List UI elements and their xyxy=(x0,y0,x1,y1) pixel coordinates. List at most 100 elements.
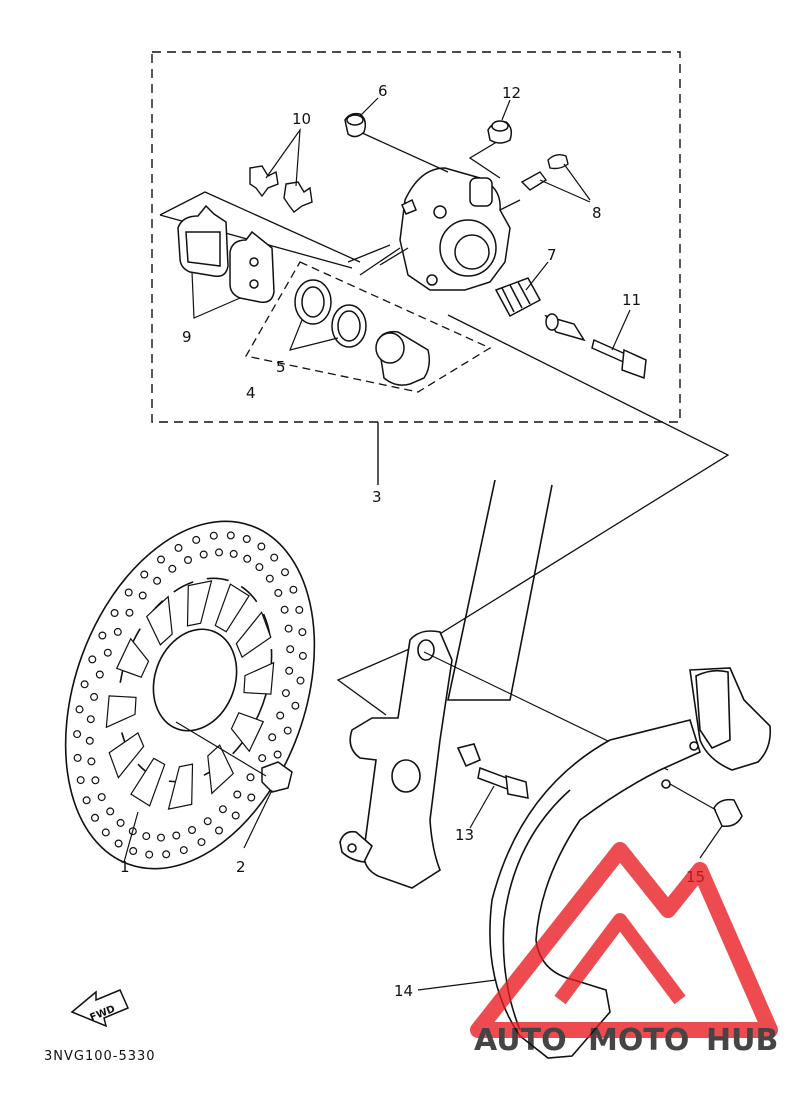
callout-2: 2 xyxy=(236,858,246,876)
disc-hole xyxy=(88,655,97,664)
disc-vent-slot xyxy=(130,757,166,807)
diagram-code: 3NVG100-5330 xyxy=(44,1049,156,1064)
callout-6: 6 xyxy=(378,82,388,100)
disc-hole xyxy=(226,531,235,540)
callout-14: 14 xyxy=(394,982,413,1000)
disc-hole xyxy=(174,543,183,552)
caliper-leaders xyxy=(347,131,521,276)
watermark-logo: AUTO MOTO HUB xyxy=(470,842,778,1058)
disc-hole xyxy=(255,563,264,572)
disc-hole xyxy=(295,605,304,614)
piston xyxy=(375,330,431,386)
caliper-body xyxy=(399,167,511,291)
callout-10: 10 xyxy=(292,110,311,128)
disc-hole xyxy=(103,648,112,657)
watermark-hub: HUB xyxy=(706,1023,778,1058)
disc-hole xyxy=(258,754,267,763)
callout-5: 5 xyxy=(276,358,286,376)
piston-seals xyxy=(294,279,367,348)
disc-hole xyxy=(91,776,100,785)
disc-hole xyxy=(85,736,94,745)
disc-hole xyxy=(192,535,201,544)
disc-hole xyxy=(145,850,154,859)
disc-hole xyxy=(125,608,134,617)
disc-hole xyxy=(246,773,255,782)
disc-hole xyxy=(106,807,115,816)
callout-4: 4 xyxy=(246,384,256,402)
disc-vent-slot xyxy=(207,744,235,795)
disc-hole xyxy=(296,676,305,685)
disc-hole xyxy=(199,550,208,559)
bleed-cap xyxy=(344,112,367,138)
disc-hole xyxy=(138,591,147,600)
disc-hole xyxy=(97,793,106,802)
disc-hole xyxy=(153,576,162,585)
disc-hole xyxy=(157,833,166,842)
front-fork xyxy=(339,479,553,889)
fwd-arrow: FWD xyxy=(70,989,129,1028)
piston-kit-box xyxy=(244,261,492,393)
disc-hole xyxy=(80,680,89,689)
disc-hole xyxy=(142,832,151,841)
caliper-assembly-box xyxy=(151,51,681,485)
watermark-moto: MOTO xyxy=(588,1023,689,1058)
disc-hole xyxy=(113,627,122,636)
disc-hole xyxy=(257,542,266,551)
disc-hole xyxy=(231,811,240,820)
disc-hole xyxy=(276,711,285,720)
disc-hole xyxy=(281,568,290,577)
disc-hole xyxy=(265,574,274,583)
disc-hole xyxy=(215,826,224,835)
disc-hole xyxy=(289,585,298,594)
callout-9: 9 xyxy=(182,328,192,346)
callout-labels: 1 2 3 4 5 6 7 8 9 10 11 12 13 14 15 xyxy=(120,82,705,1000)
disc-hole xyxy=(274,588,283,597)
callout-7: 7 xyxy=(547,246,557,264)
disc-vent-slot xyxy=(186,580,213,627)
disc-hole xyxy=(162,850,171,859)
disc-hole xyxy=(291,701,300,710)
disc-vent-slot xyxy=(145,595,173,646)
disc-hole xyxy=(298,651,307,660)
disc-hole xyxy=(90,813,99,822)
callout-3: 3 xyxy=(372,488,382,506)
disc-vent-slot xyxy=(105,695,137,729)
disc-hole xyxy=(76,776,85,785)
disc-hole xyxy=(95,670,104,679)
disc-hole xyxy=(286,645,295,654)
disc-hole xyxy=(129,846,138,855)
disc-vent-slot xyxy=(214,583,250,633)
brake-disc xyxy=(64,520,316,870)
disc-hole xyxy=(197,838,206,847)
disc-hole xyxy=(215,548,224,557)
callout-1: 1 xyxy=(120,858,130,876)
disc-guard xyxy=(489,667,772,1059)
disc-hole xyxy=(268,733,277,742)
disc-hole xyxy=(209,531,218,540)
disc-hole xyxy=(280,605,289,614)
disc-hole xyxy=(110,608,119,617)
caliper-to-fork-leader xyxy=(336,314,730,716)
disc-vent-slot xyxy=(243,661,275,695)
disc-hole xyxy=(73,753,82,762)
disc-hole xyxy=(229,549,238,558)
disc-hole xyxy=(101,828,110,837)
disc-hole xyxy=(281,689,290,698)
disc-hole xyxy=(242,534,251,543)
disc-hole xyxy=(298,628,307,637)
disc-hole xyxy=(172,831,181,840)
disc-bolt xyxy=(261,761,293,793)
disc-hole xyxy=(75,705,84,714)
disc-hole xyxy=(73,730,82,739)
pin-boot xyxy=(494,277,542,318)
callout-8: 8 xyxy=(592,204,602,222)
disc-hole xyxy=(233,790,242,799)
guard-bolt xyxy=(477,766,529,799)
pin-sleeve xyxy=(544,313,586,342)
disc-hole xyxy=(98,631,107,640)
disc-hole xyxy=(188,825,197,834)
disc-hole xyxy=(218,805,227,814)
disc-vent-slot xyxy=(115,637,150,678)
